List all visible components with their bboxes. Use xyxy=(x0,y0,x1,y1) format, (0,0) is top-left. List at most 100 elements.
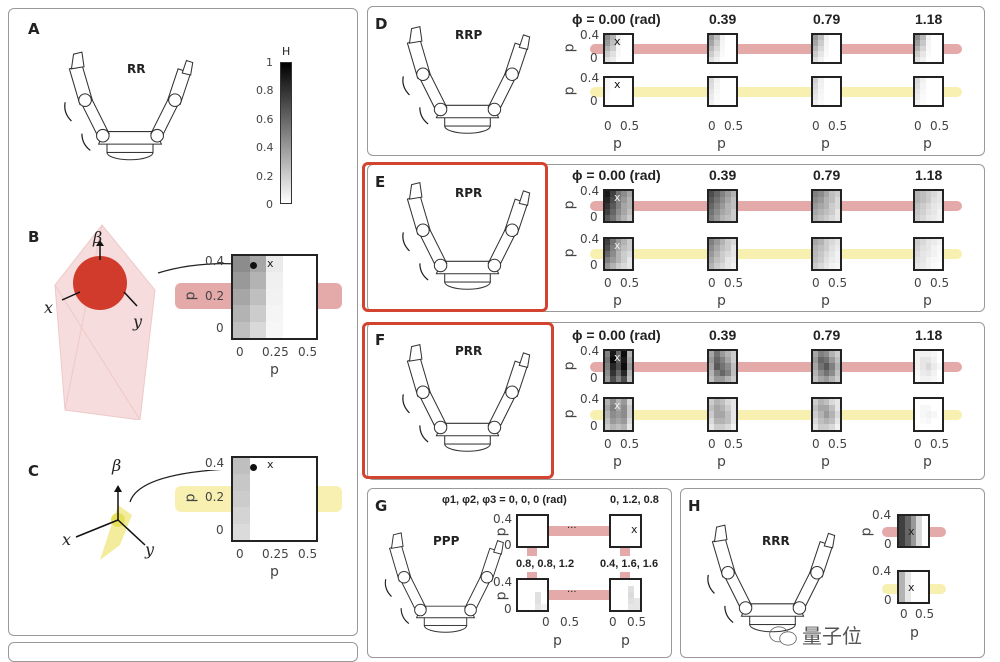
heatmap-cell xyxy=(915,357,921,364)
heatmap-cell xyxy=(915,83,921,89)
heatmap-cell xyxy=(709,191,715,197)
ytick: 0 xyxy=(884,593,892,607)
heatmap-cell xyxy=(709,399,715,406)
heatmap-cell xyxy=(719,375,726,382)
heatmap-cell xyxy=(813,56,819,62)
heatmap-cell xyxy=(610,375,616,382)
heatmap-f xyxy=(603,397,634,432)
heatmap-cell xyxy=(925,197,932,203)
heatmap-cell xyxy=(813,263,819,269)
ellipsis: ··· xyxy=(567,523,577,534)
ylabel: d xyxy=(561,86,578,95)
heatmap-cell xyxy=(626,83,632,89)
heatmap-cell xyxy=(730,351,736,358)
heatmap-cell xyxy=(719,94,726,100)
heatmap-cell xyxy=(621,56,627,62)
heatmap-cell xyxy=(834,363,840,370)
heatmap-cell xyxy=(535,540,542,546)
heatmap-cell xyxy=(813,351,819,358)
heatmap-cell xyxy=(936,257,942,263)
heatmap-cell xyxy=(714,423,720,430)
heatmap-cell xyxy=(904,590,911,596)
heatmap-cell xyxy=(834,399,840,406)
heatmap-cell xyxy=(730,405,736,412)
xtick: 0.5 xyxy=(930,437,950,451)
heatmap-cell xyxy=(610,209,616,215)
phi-label: 0.39 xyxy=(709,327,737,343)
heatmap-cell xyxy=(813,203,819,209)
heatmap-cell xyxy=(920,263,926,269)
heatmap-cell xyxy=(829,191,835,197)
xlabel: p xyxy=(717,136,726,152)
panel-label-b: B xyxy=(28,228,40,246)
heatmap-cell xyxy=(709,88,715,95)
heatmap-cell xyxy=(611,540,617,546)
xlabel: p xyxy=(821,454,830,470)
heatmap-f xyxy=(811,349,842,384)
heatmap-cell xyxy=(299,507,316,524)
heatmap-f xyxy=(913,397,944,432)
heatmap-cell xyxy=(915,411,921,418)
heatmap-cell xyxy=(915,251,921,257)
heatmap-cell xyxy=(925,411,932,418)
heatmap-cell xyxy=(829,411,835,418)
heatmap-cell xyxy=(829,83,835,89)
heatmap-cell xyxy=(920,399,926,406)
heatmap-cell xyxy=(299,256,316,273)
heatmap-cell xyxy=(634,586,640,592)
heatmap-cell xyxy=(615,83,622,89)
xlabel: p xyxy=(923,454,932,470)
heatmap-cell xyxy=(266,272,283,289)
heatmap-cell xyxy=(829,78,835,84)
xtick: 0 xyxy=(604,119,612,133)
heatmap-cell xyxy=(920,215,926,221)
heatmap-cell xyxy=(622,522,629,528)
heatmap-cell xyxy=(719,197,726,203)
heatmap-cell xyxy=(621,351,627,358)
heatmap-cell xyxy=(936,209,942,215)
heatmap-cell xyxy=(299,490,316,508)
heatmap-cell xyxy=(725,245,731,251)
heatmap-cell xyxy=(931,411,937,418)
heatmap-cell xyxy=(925,40,932,46)
heatmap-cell xyxy=(931,94,937,100)
heatmap-cell xyxy=(249,305,267,322)
heatmap-cell xyxy=(931,263,937,269)
heatmap-cell xyxy=(813,78,819,84)
heatmap-cell xyxy=(915,78,921,84)
heatmap-cell xyxy=(910,584,917,590)
heatmap-cell xyxy=(610,88,616,95)
optimum-marker: x xyxy=(614,191,621,204)
heatmap-cell xyxy=(233,507,250,524)
heatmap-cell xyxy=(615,263,622,269)
heatmap-cell xyxy=(615,423,622,430)
heatmap-cell xyxy=(282,523,300,540)
ytick: 0 xyxy=(590,210,598,224)
heatmap-cell xyxy=(916,516,923,522)
ytick: 0 xyxy=(504,602,512,616)
heatmap-cell xyxy=(915,257,921,263)
heatmap-cell xyxy=(615,51,622,57)
heatmap-cell xyxy=(621,78,627,84)
heatmap-cell xyxy=(823,56,830,62)
heatmap-cell xyxy=(233,458,250,475)
heatmap-cell xyxy=(730,357,736,364)
heatmap-cell xyxy=(823,40,830,46)
heatmap-cell xyxy=(834,263,840,269)
ytick-c: 0 xyxy=(216,523,224,537)
heatmap-cell xyxy=(936,215,942,221)
heatmap-cell xyxy=(626,209,632,215)
heatmap-cell xyxy=(541,580,547,586)
xlabel: p xyxy=(910,625,919,641)
heatmap-cell xyxy=(523,522,530,528)
heatmap-cell xyxy=(922,584,928,590)
heatmap-cell xyxy=(299,523,316,540)
heatmap-cell xyxy=(605,40,611,46)
heatmap-cell xyxy=(818,215,824,221)
heatmap-cell xyxy=(628,516,635,522)
ellipsis: ··· xyxy=(567,587,577,598)
phi-label: 1.18 xyxy=(915,327,943,343)
heatmap-cell xyxy=(605,88,611,95)
heatmap-e xyxy=(913,189,944,223)
heatmap-cell xyxy=(925,88,932,95)
